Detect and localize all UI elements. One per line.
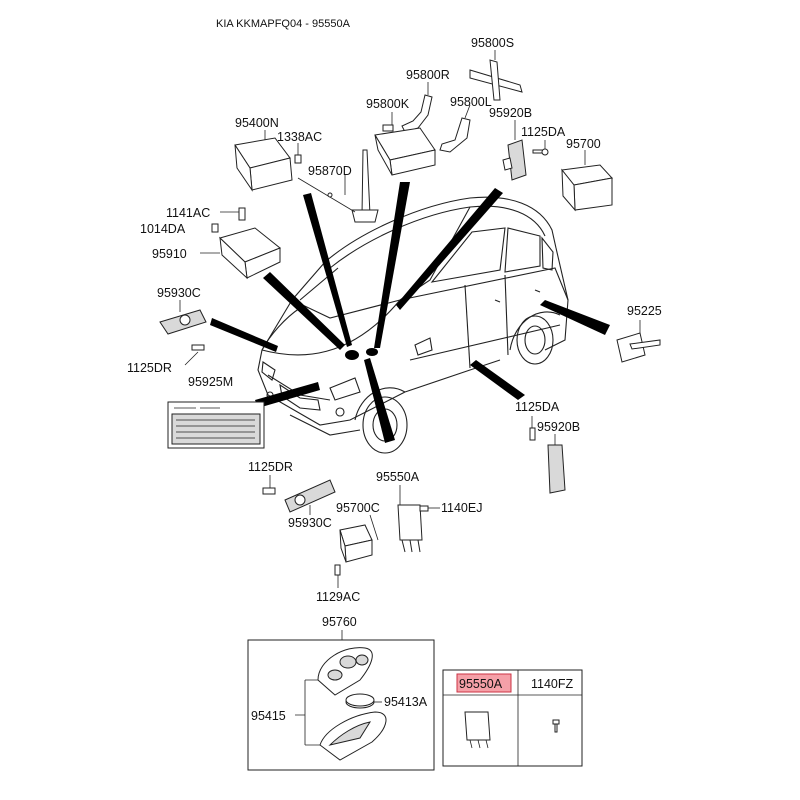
part-1125DR-low[interactable] xyxy=(262,475,276,495)
part-95700[interactable] xyxy=(561,150,613,212)
legend-part-1140FZ xyxy=(552,719,560,733)
label-95910[interactable]: 95910 xyxy=(152,247,187,261)
part-95800K[interactable] xyxy=(374,112,436,176)
label-1141AC[interactable]: 1141AC xyxy=(166,206,210,220)
remote-key-group xyxy=(247,630,435,771)
part-1014DA[interactable] xyxy=(211,223,219,233)
part-1129AC[interactable] xyxy=(334,564,341,588)
remote-key-case[interactable] xyxy=(319,711,387,761)
label-95415[interactable]: 95415 xyxy=(251,709,286,723)
legend-part-95550A xyxy=(464,711,491,749)
vehicle-outline xyxy=(257,196,569,454)
label-95800R[interactable]: 95800R xyxy=(406,68,450,82)
label-95870D[interactable]: 95870D xyxy=(308,164,352,178)
label-95930C-top[interactable]: 95930C xyxy=(157,286,201,300)
legend-label-highlighted[interactable]: 95550A xyxy=(459,677,503,691)
part-95920B-right[interactable] xyxy=(547,434,566,494)
part-labels: 95800S 95800R 95800K 95800L 95920B 1125D… xyxy=(127,36,662,723)
label-95400N[interactable]: 95400N xyxy=(235,116,279,130)
label-95930C-low[interactable]: 95930C xyxy=(288,516,332,530)
remote-key-shell[interactable] xyxy=(317,647,373,696)
label-95800L[interactable]: 95800L xyxy=(450,95,492,109)
legend-label-other[interactable]: 1140FZ xyxy=(531,677,574,691)
label-95700C[interactable]: 95700C xyxy=(336,501,380,515)
label-95920B-top[interactable]: 95920B xyxy=(489,106,532,120)
part-95930C-top[interactable] xyxy=(159,300,207,335)
label-95760[interactable]: 95760 xyxy=(322,615,357,629)
diagram-title: KIA KKMAPFQ04 - 95550A xyxy=(216,18,351,30)
remote-key-frame xyxy=(247,639,435,771)
part-95920B-top[interactable] xyxy=(502,120,527,181)
label-1125DR-low[interactable]: 1125DR xyxy=(248,460,293,474)
label-95925M[interactable]: 95925M xyxy=(188,375,233,389)
label-95225[interactable]: 95225 xyxy=(627,304,662,318)
part-95400N[interactable] xyxy=(234,130,293,192)
label-95800S[interactable]: 95800S xyxy=(471,36,514,50)
part-95925M-label[interactable] xyxy=(167,401,265,449)
part-95930C-low[interactable] xyxy=(284,479,336,515)
label-95800K[interactable]: 95800K xyxy=(366,97,410,111)
part-95870D[interactable] xyxy=(297,149,379,223)
label-95550A[interactable]: 95550A xyxy=(376,470,420,484)
label-1014DA[interactable]: 1014DA xyxy=(140,222,186,236)
label-1338AC[interactable]: 1338AC xyxy=(277,130,322,144)
battery-95413A[interactable] xyxy=(345,693,382,709)
label-95700[interactable]: 95700 xyxy=(566,137,601,151)
label-1129AC[interactable]: 1129AC xyxy=(316,590,360,604)
part-1338AC[interactable] xyxy=(294,143,302,164)
label-1125DA-top[interactable]: 1125DA xyxy=(521,125,566,139)
legend-table xyxy=(442,669,583,767)
part-95800S[interactable] xyxy=(469,50,523,101)
part-95550A[interactable] xyxy=(397,485,423,553)
part-95225[interactable] xyxy=(616,320,661,363)
part-1125DA-top[interactable] xyxy=(532,140,549,156)
part-1140EJ[interactable] xyxy=(419,505,440,512)
label-1140EJ[interactable]: 1140EJ xyxy=(441,501,482,515)
pointer-wedges xyxy=(210,182,610,443)
label-95413A[interactable]: 95413A xyxy=(384,695,428,709)
label-1125DR-left[interactable]: 1125DR xyxy=(127,361,172,375)
label-1125DA-right[interactable]: 1125DA xyxy=(515,400,560,414)
highlight-cell[interactable] xyxy=(456,673,512,693)
part-95700C[interactable] xyxy=(339,514,379,563)
part-95910[interactable] xyxy=(200,227,281,280)
part-1125DA-right[interactable] xyxy=(529,416,536,441)
part-1125DR-left[interactable] xyxy=(184,344,205,366)
part-1141AC[interactable] xyxy=(220,207,246,221)
label-95920B-right[interactable]: 95920B xyxy=(537,420,580,434)
part-95800L[interactable] xyxy=(439,104,471,153)
